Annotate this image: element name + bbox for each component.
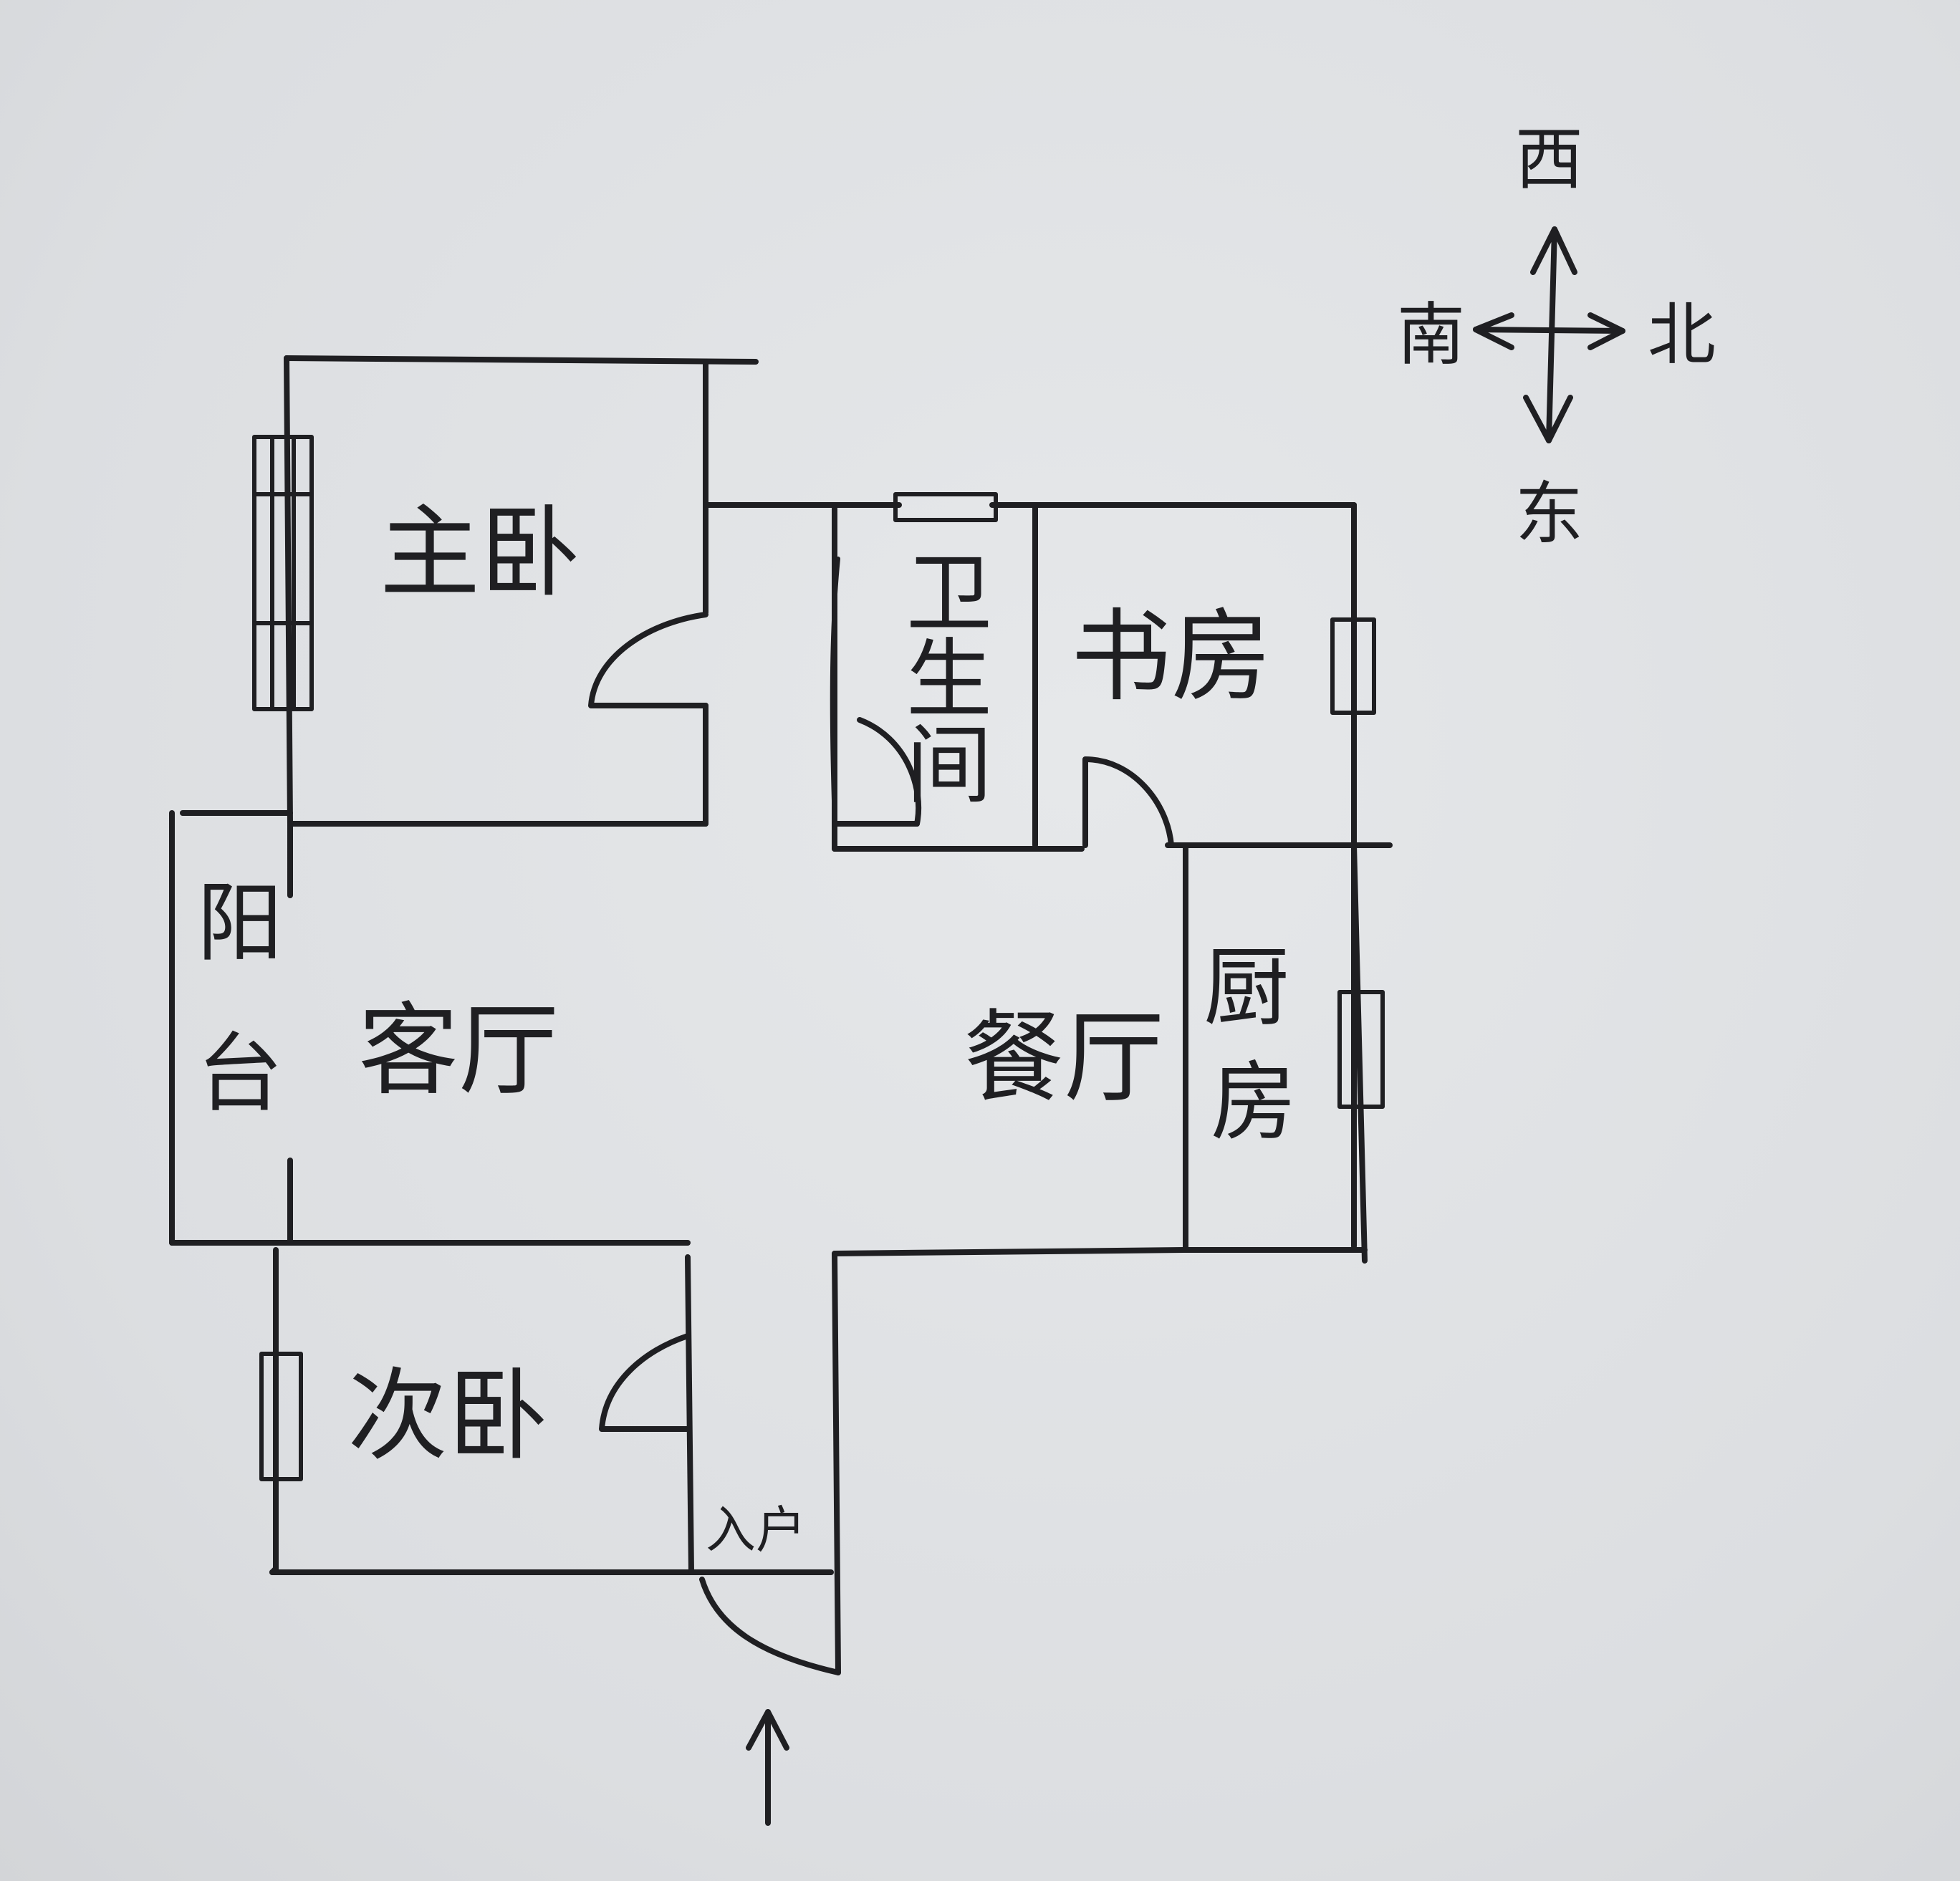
compass-north-label: 北 bbox=[1648, 296, 1716, 375]
compass-south-label: 南 bbox=[1397, 296, 1465, 375]
master-bedroom-window bbox=[252, 435, 314, 711]
second-bedroom-door bbox=[599, 1333, 691, 1432]
entry-arrow-icon bbox=[746, 1709, 789, 1826]
study-door bbox=[1082, 756, 1174, 848]
kitchen-walls bbox=[1183, 842, 1368, 1264]
kitchen-label-1: 厨 bbox=[1204, 938, 1289, 1038]
bathroom-window bbox=[893, 492, 998, 522]
compass-east-label: 东 bbox=[1515, 475, 1583, 554]
compass-west-label: 西 bbox=[1515, 120, 1583, 199]
bathroom-label-1: 卫 bbox=[906, 544, 992, 644]
living-room-label: 客厅 bbox=[358, 993, 559, 1110]
bathroom-door bbox=[830, 557, 922, 827]
balcony-label-2: 台 bbox=[197, 1024, 283, 1124]
kitchen-label-2: 房 bbox=[1211, 1053, 1297, 1153]
master-bedroom-door bbox=[588, 612, 708, 708]
second-bedroom-window bbox=[259, 1352, 303, 1481]
entrance-door bbox=[688, 1569, 841, 1675]
living-room-walls bbox=[169, 810, 1188, 1675]
second-bedroom-walls bbox=[269, 1247, 694, 1575]
dining-room-label: 餐厅 bbox=[964, 1000, 1164, 1117]
entrance-label: 入户 bbox=[706, 1501, 806, 1559]
kitchen-window bbox=[1337, 990, 1385, 1109]
bathroom-label-3: 间 bbox=[906, 716, 992, 816]
bathroom-label-2: 生 bbox=[906, 630, 992, 730]
compass-icon bbox=[1473, 226, 1625, 443]
balcony-label-1: 阳 bbox=[197, 874, 283, 973]
study-window bbox=[1330, 617, 1376, 715]
master-bedroom-label: 主卧 bbox=[380, 495, 580, 612]
second-bedroom-label: 次卧 bbox=[347, 1358, 548, 1475]
study-label: 书房 bbox=[1071, 599, 1272, 716]
